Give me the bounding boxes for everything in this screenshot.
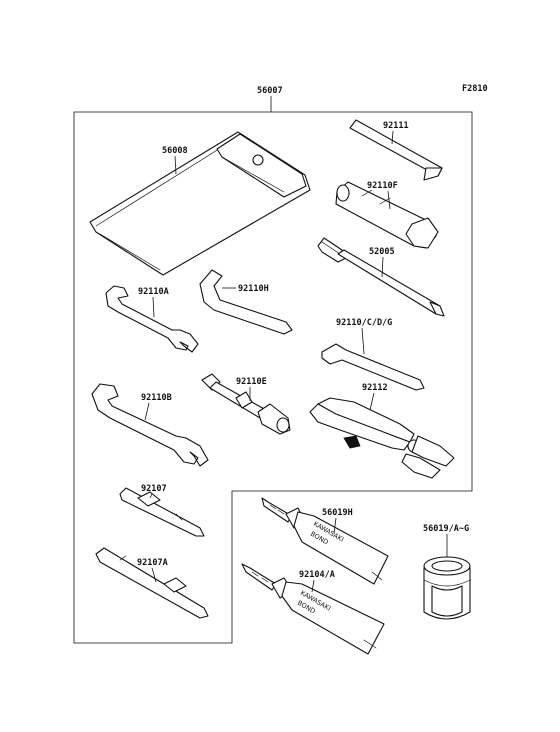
hook-wrench-92110H xyxy=(199,269,293,335)
leader-92104A xyxy=(311,579,315,593)
leader-56008 xyxy=(174,155,177,175)
leader-92107 xyxy=(149,493,153,499)
label-92107A: 92107A xyxy=(137,558,168,568)
label-52005: 52005 xyxy=(369,247,395,257)
leader-56019H xyxy=(333,517,337,535)
driver-bit-92107 xyxy=(119,487,205,537)
leader-92110B xyxy=(144,402,150,421)
handle-92111 xyxy=(349,119,443,181)
label-56019H: 56019H xyxy=(322,508,353,518)
label-92110H: 92110H xyxy=(238,284,269,294)
plug-wrench-92110F xyxy=(335,181,439,249)
leader-92107A xyxy=(151,567,157,583)
label-92110E: 92110E xyxy=(236,377,267,387)
wrench-92110B xyxy=(91,383,209,467)
label-92110A: 92110A xyxy=(138,287,169,297)
can-56019AG xyxy=(423,556,471,620)
leader-92112 xyxy=(369,392,375,411)
hex-keys-92110CDG xyxy=(321,343,425,391)
leader-92110CDG xyxy=(361,327,365,355)
pliers-92112 xyxy=(309,397,455,479)
label-92104A: 92104/A xyxy=(299,570,335,580)
label-56008: 56008 xyxy=(162,146,188,156)
bond-tube-92104A: KAWASAKI BOND xyxy=(241,563,385,655)
label-92112: 92112 xyxy=(362,383,388,393)
socket-wrench-92110E xyxy=(201,373,291,435)
wrench-92110A xyxy=(105,285,199,353)
leader-92110A xyxy=(152,296,155,318)
label-56007: 56007 xyxy=(257,86,283,96)
kit-outline xyxy=(73,111,473,644)
label-92107: 92107 xyxy=(141,484,167,494)
screwdriver-rod-52005 xyxy=(317,237,445,317)
leader-92111 xyxy=(391,130,394,145)
label-92110CDG: 92110/C/D/G xyxy=(336,318,392,328)
label-92110F: 92110F xyxy=(367,181,398,191)
leader-92110F xyxy=(387,190,391,210)
figure-code: F2810 xyxy=(462,84,488,94)
label-92111: 92111 xyxy=(383,121,409,131)
tool-pouch-56008 xyxy=(89,131,311,276)
label-92110B: 92110B xyxy=(141,393,172,403)
leader-52005 xyxy=(381,256,384,278)
label-56019AG: 56019/A~G xyxy=(423,524,469,534)
driver-bit-92107A xyxy=(95,547,209,619)
